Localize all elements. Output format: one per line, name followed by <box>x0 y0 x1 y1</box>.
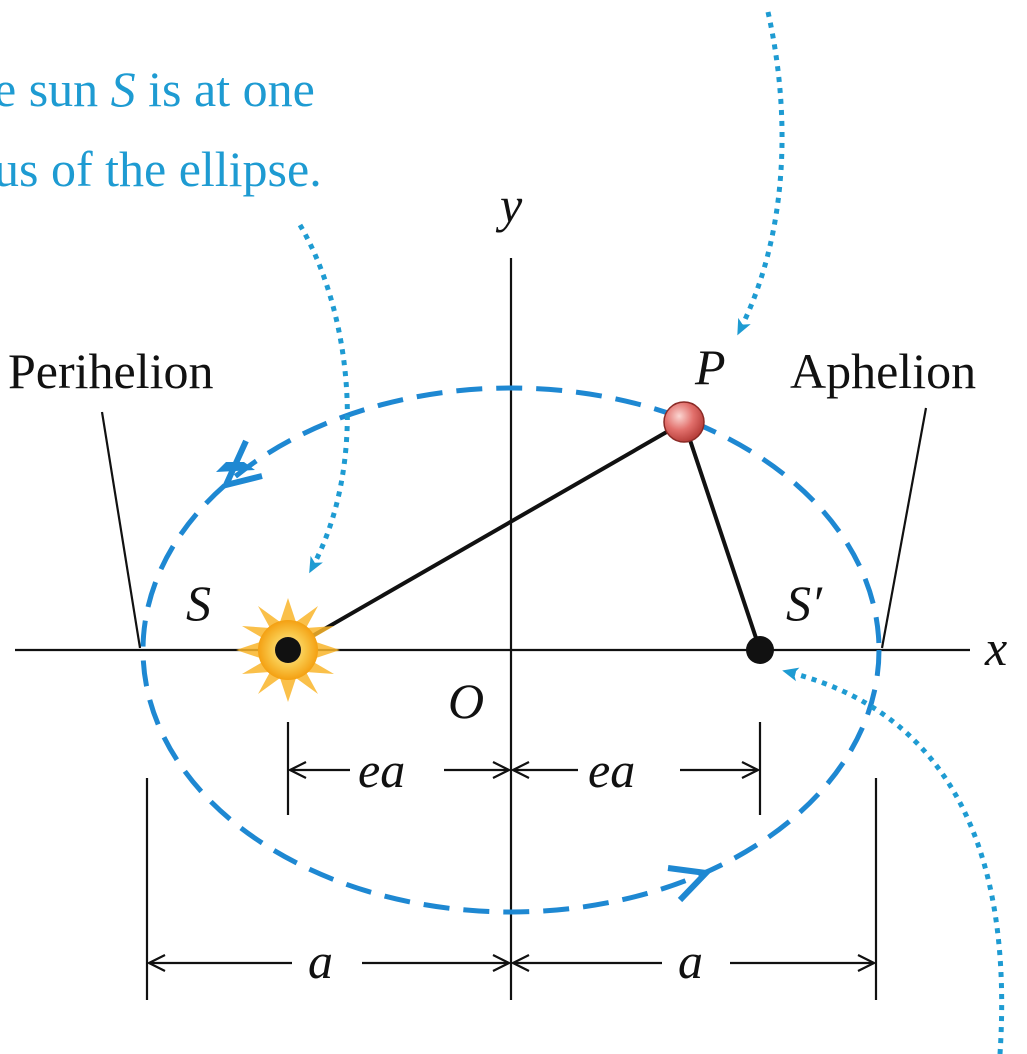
a-right-label: a <box>678 933 703 989</box>
ea-left-label: ea <box>358 742 405 798</box>
caption-line-1: e sun S is at one <box>0 61 315 117</box>
aphelion-label: Aphelion <box>790 343 976 399</box>
orbit-arrow-lower-right <box>667 865 713 903</box>
radius-to-other-focus <box>682 421 762 651</box>
callout-arrow-to-other-focus <box>782 667 1005 1054</box>
perihelion-leader <box>100 411 142 649</box>
planet-label: P <box>694 339 726 395</box>
aphelion-leader <box>880 407 928 649</box>
origin-label: O <box>448 673 484 729</box>
sun-icon <box>236 598 340 702</box>
callout-arrow-to-sun <box>297 223 350 574</box>
a-left-label: a <box>308 933 333 989</box>
caption-line-1-pre: e sun <box>0 61 111 117</box>
radius-to-sun <box>287 420 685 652</box>
y-axis-label: y <box>495 177 523 233</box>
caption-line-1-post: is at one <box>136 61 315 117</box>
perihelion-label: Perihelion <box>8 343 214 399</box>
caption-line-1-var: S <box>111 61 136 117</box>
other-focus-label: S′ <box>786 575 823 631</box>
ea-right-label: ea <box>588 742 635 798</box>
x-axis-label: x <box>984 620 1007 676</box>
other-focus-dot <box>746 636 774 664</box>
planet-icon <box>663 401 705 443</box>
callout-arrow-to-planet <box>737 11 785 336</box>
orbit-ellipse <box>140 385 882 915</box>
sun-label: S <box>186 575 211 631</box>
caption-line-2: us of the ellipse. <box>0 141 322 197</box>
orbit-arrow-upper-left-stroke <box>220 439 263 490</box>
